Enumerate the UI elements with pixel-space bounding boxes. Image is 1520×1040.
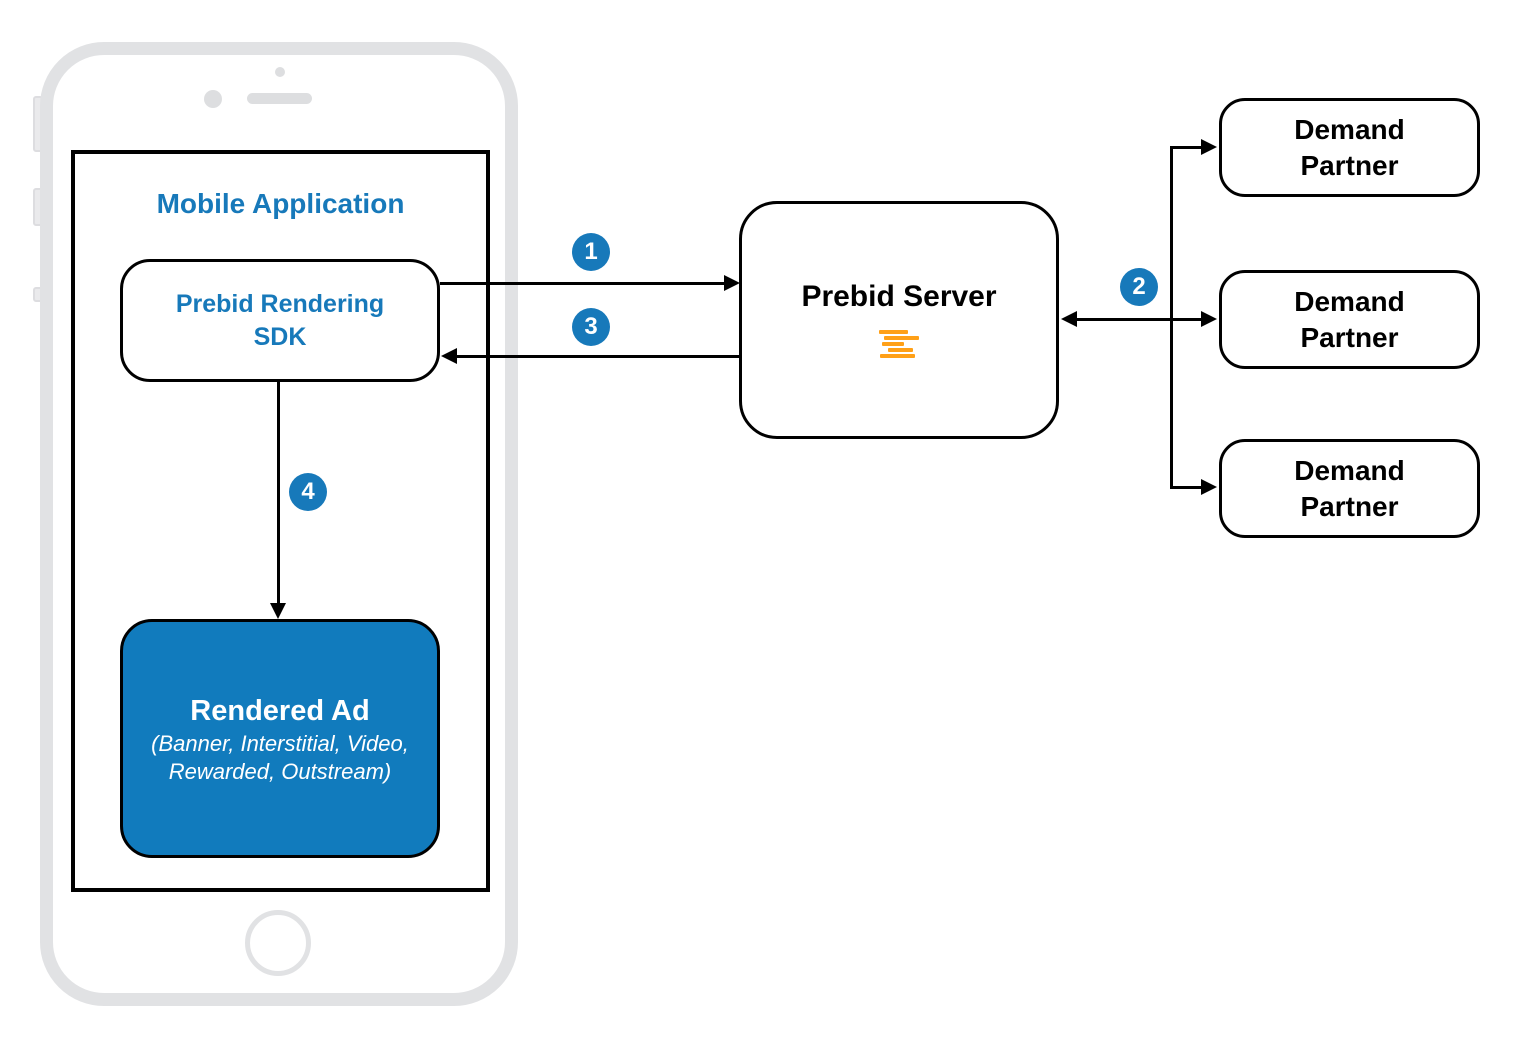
demand-partner-label: Demand Partner — [1294, 454, 1405, 522]
arrow-server-demand — [1075, 318, 1202, 321]
phone-camera-icon — [204, 90, 222, 108]
demand-branch-top — [1171, 146, 1201, 149]
demand-partner-node-2: Demand Partner — [1219, 270, 1480, 369]
demand-branch-bottom — [1171, 486, 1201, 489]
prebid-server-node: Prebid Server — [739, 201, 1059, 439]
rendered-ad-node: Rendered Ad (Banner, Interstitial, Video… — [120, 619, 440, 858]
arrow-sdk-to-server — [440, 282, 726, 285]
step-badge-4: 4 — [289, 473, 327, 511]
demand-partner-label: Demand Partner — [1294, 285, 1405, 353]
phone-proximity-sensor-icon — [275, 67, 285, 77]
phone-speaker-icon — [247, 93, 312, 104]
phone-home-button-icon — [245, 910, 311, 976]
arrow-sdk-to-ad-head-icon — [270, 603, 286, 619]
step-badge-1: 1 — [572, 233, 610, 271]
arrow-server-to-demand3-head-icon — [1201, 479, 1217, 495]
prebid-rendering-sdk-label: Prebid Rendering SDK — [175, 289, 385, 351]
demand-trunk-line — [1170, 146, 1173, 489]
rendered-ad-subtitle: (Banner, Interstitial, Video, Rewarded, … — [151, 730, 409, 784]
rendered-ad-title: Rendered Ad — [190, 694, 370, 727]
arrow-server-to-sdk — [455, 355, 739, 358]
prebid-server-label: Prebid Server — [801, 280, 997, 313]
demand-partner-label: Demand Partner — [1294, 113, 1405, 181]
step-badge-3: 3 — [572, 308, 610, 346]
prebid-logo-icon — [879, 330, 919, 360]
arrow-server-to-demand2-head-icon — [1201, 311, 1217, 327]
arrow-sdk-to-ad — [277, 381, 280, 605]
arrow-server-to-demand1-head-icon — [1201, 139, 1217, 155]
arrow-sdk-to-server-head-icon — [724, 275, 740, 291]
mobile-application-title: Mobile Application — [156, 188, 405, 219]
prebid-rendering-sdk-node: Prebid Rendering SDK — [120, 259, 440, 382]
arrow-demand-to-server-head-icon — [1061, 311, 1077, 327]
demand-partner-node-3: Demand Partner — [1219, 439, 1480, 538]
demand-partner-node-1: Demand Partner — [1219, 98, 1480, 197]
arrow-server-to-sdk-head-icon — [441, 348, 457, 364]
step-badge-2: 2 — [1120, 268, 1158, 306]
